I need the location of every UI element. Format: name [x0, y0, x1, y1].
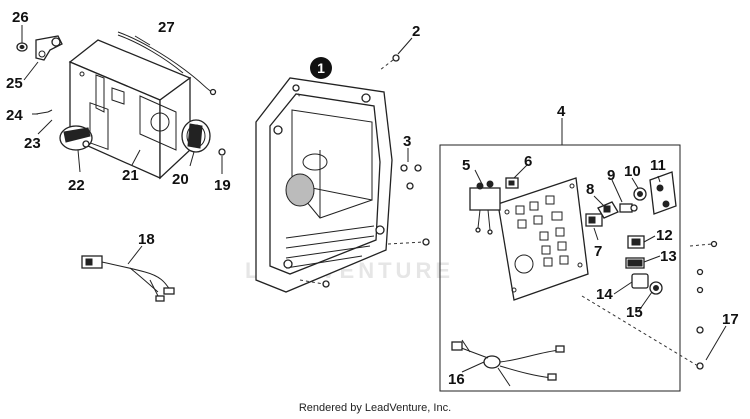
callout-4: 4 — [557, 103, 566, 120]
part-2-screw[interactable] — [292, 54, 400, 99]
callout-16: 16 — [448, 371, 465, 388]
callout-25: 25 — [6, 75, 23, 92]
callout-14: 14 — [596, 286, 613, 303]
part-25-lever[interactable] — [35, 35, 63, 61]
callout-19: 19 — [214, 177, 231, 194]
callout-10: 10 — [624, 163, 641, 180]
part-20-knob[interactable] — [181, 119, 211, 153]
part-21-housing[interactable] — [68, 39, 192, 180]
leader-lines — [21, 25, 727, 373]
part-24-pin[interactable] — [35, 109, 53, 115]
callout-22: 22 — [68, 177, 85, 194]
footer-credit: Rendered by LeadVenture, Inc. — [298, 402, 452, 414]
callout-15: 15 — [626, 304, 643, 321]
part-15-nut[interactable] — [649, 281, 663, 295]
callout-5: 5 — [462, 157, 470, 174]
part-10-fuse[interactable] — [633, 187, 647, 201]
part-8-connector[interactable] — [597, 201, 619, 219]
part-7-rocker[interactable] — [585, 213, 603, 227]
part-13-switch[interactable] — [625, 257, 645, 269]
part-27-cable[interactable] — [117, 31, 217, 96]
callout-24: 24 — [6, 107, 23, 124]
callout-2: 2 — [412, 23, 420, 40]
callout-7: 7 — [594, 243, 602, 260]
part-18-harness[interactable] — [81, 255, 175, 302]
callout-11: 11 — [650, 157, 666, 174]
part-17-screws[interactable] — [581, 240, 718, 370]
part-4-control-panel-box — [439, 144, 681, 392]
callout-9: 9 — [607, 167, 615, 184]
callout-6: 6 — [524, 153, 532, 170]
callout-18: 18 — [138, 231, 155, 248]
part-16-harness[interactable] — [451, 339, 565, 387]
callout-labels: 1 2 3 4 5 6 7 8 9 10 11 12 13 14 15 16 1… — [6, 9, 739, 388]
control-panel-plate[interactable] — [497, 177, 589, 301]
callout-21: 21 — [122, 167, 139, 184]
part-5-circuit-board[interactable] — [469, 180, 501, 235]
part-12-breaker[interactable] — [627, 235, 645, 249]
callout-8: 8 — [586, 181, 594, 198]
part-9-lamp[interactable] — [619, 203, 638, 213]
callout-12: 12 — [656, 227, 673, 244]
callout-23: 23 — [24, 135, 41, 152]
part-1-front-panel[interactable] — [255, 77, 393, 293]
part-6-switch[interactable] — [505, 177, 519, 189]
callout-26: 26 — [12, 9, 29, 26]
part-26-knob[interactable] — [16, 42, 28, 52]
callout-13: 13 — [660, 248, 677, 265]
part-3-screws[interactable] — [299, 164, 430, 288]
callout-20: 20 — [172, 171, 189, 188]
part-14-cap[interactable] — [631, 273, 649, 289]
callout-1: 1 — [317, 60, 325, 76]
part-22-knob[interactable] — [59, 125, 93, 151]
callout-3: 3 — [403, 133, 411, 150]
callout-1-badge — [310, 57, 332, 79]
part-11-outlet[interactable] — [649, 171, 677, 215]
callout-17: 17 — [722, 311, 739, 328]
callout-27: 27 — [158, 19, 175, 36]
part-19-screw[interactable] — [218, 148, 226, 156]
